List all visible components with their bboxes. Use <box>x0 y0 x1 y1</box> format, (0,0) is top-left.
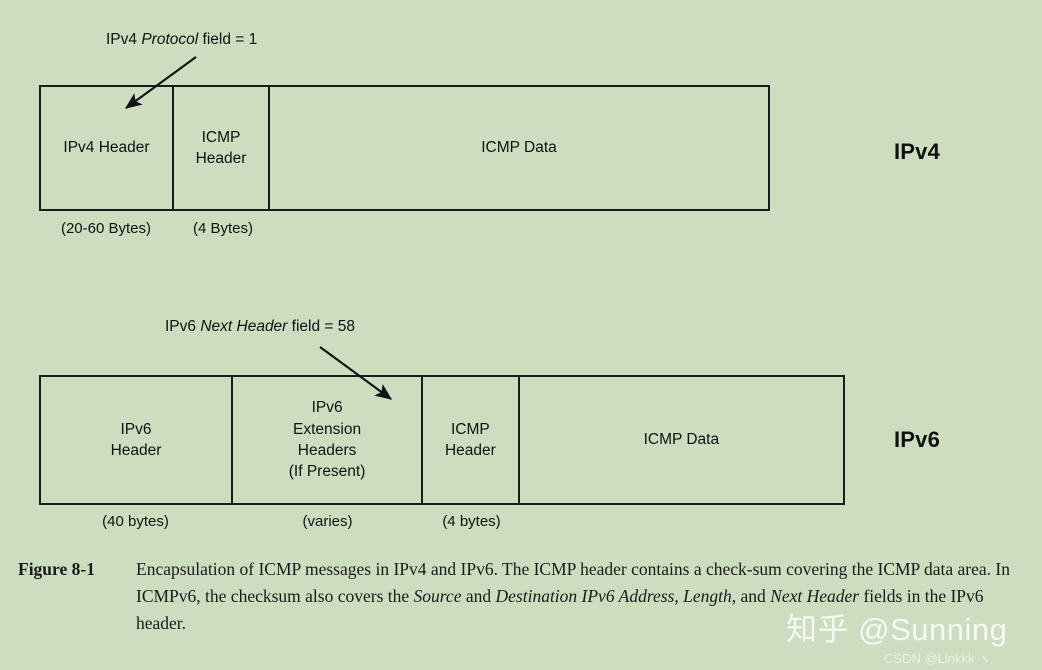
ipv4-version-label: IPv4 <box>894 139 941 164</box>
ipv4-field-ipv4-header: IPv4 Header <box>41 87 174 209</box>
ipv4-annotation-suffix: field = 1 <box>198 31 258 48</box>
ipv6-size-extension-headers: (varies) <box>302 513 353 530</box>
figure-number: Figure 8-1 <box>18 559 95 579</box>
caption-line3a: , <box>674 586 684 606</box>
ipv4-annotation-prefix: IPv4 <box>106 31 142 48</box>
figure-caption: Figure 8-1 Encapsulation of ICMP message… <box>18 556 1024 637</box>
caption-line3-destination: Destination IPv6 Address <box>495 586 675 606</box>
ipv4-field-icmp-data: ICMP Data <box>270 87 768 209</box>
caption-line3c: fields in the IPv6 header. <box>136 586 984 633</box>
ipv6-annotation-suffix: field = 58 <box>287 318 355 335</box>
ipv6-version-label: IPv6 <box>894 427 941 452</box>
ipv4-field-ipv4-header-label: IPv4 Header <box>63 139 150 157</box>
ipv6-size-icmp-header: (4 bytes) <box>442 513 501 530</box>
caption-line3-next-header: Next Header <box>770 586 860 606</box>
ipv4-annotation-italic: Protocol <box>141 31 199 48</box>
caption-line2-source: Source <box>413 586 462 606</box>
caption-line2a: sum covering the ICMP data area. In ICMP… <box>136 559 1010 606</box>
caption-line2b: and <box>461 586 492 606</box>
csdn-watermark: CSDN @Linkkk ヽ <box>884 651 992 666</box>
ipv4-size-ipv4-header: (20-60 Bytes) <box>60 220 152 237</box>
ipv6-field-icmp-data-label: ICMP Data <box>643 431 720 449</box>
zhihu-watermark: 知乎 @Sunning <box>786 612 1008 647</box>
ipv4-field-icmp-data-label: ICMP Data <box>481 139 557 157</box>
ipv4-protocol-annotation: IPv4 Protocol field = 1 <box>106 31 257 49</box>
ipv6-next-header-annotation: IPv6 Next Header field = 58 <box>165 318 355 336</box>
ipv6-field-icmp-data: ICMP Data <box>520 377 843 503</box>
caption-line1: Encapsulation of ICMP messages in IPv4 a… <box>136 559 753 579</box>
ipv6-annotation-prefix: IPv6 <box>165 318 201 335</box>
ipv6-annotation-italic: Next Header <box>200 318 288 335</box>
caption-line3-length: Length <box>683 586 732 606</box>
ipv6-size-ipv6-header: (40 bytes) <box>102 513 169 530</box>
figure-caption-body: Encapsulation of ICMP messages in IPv4 a… <box>136 556 1024 637</box>
ipv4-size-icmp-header: (4 Bytes) <box>192 220 253 237</box>
caption-line3b: , and <box>731 586 771 606</box>
